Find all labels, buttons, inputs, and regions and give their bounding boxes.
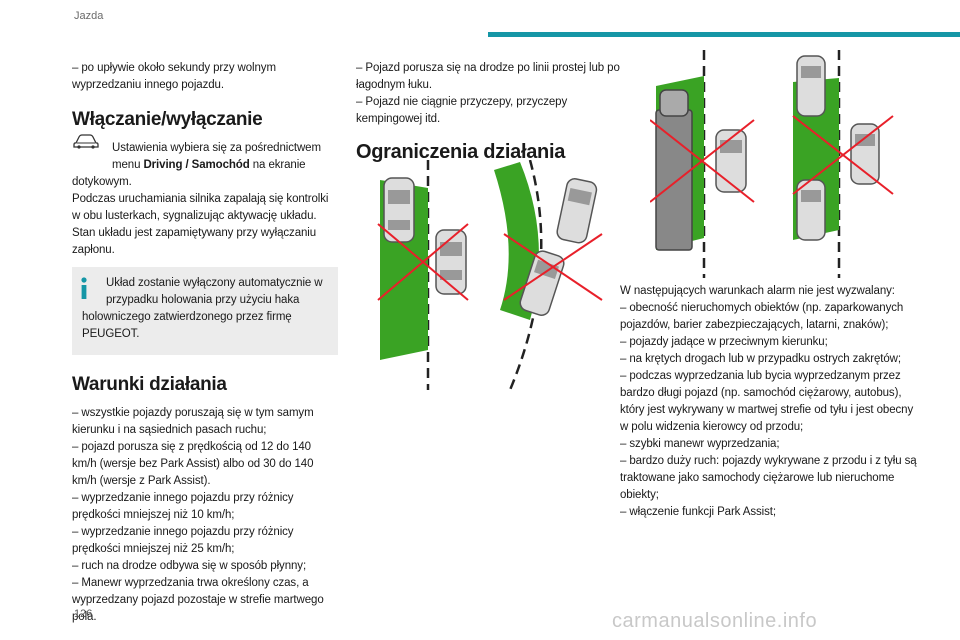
settings-line-1: Ustawienia wybiera się za pośrednictwem — [112, 142, 321, 154]
car-front-left — [796, 55, 826, 117]
car-settings-icon — [73, 134, 99, 149]
list-item: – bardzo duży ruch: pojazdy wykrywane z … — [620, 455, 917, 501]
car-left — [383, 177, 415, 243]
info-box: Układ zostanie wyłączony automatycznie w… — [72, 267, 338, 355]
list-item: – na krętych drogach lub w przypadku ost… — [620, 353, 901, 365]
heading-limitations: Ograniczenia działania — [356, 141, 566, 163]
info-line-1: Układ zostanie wyłączony automatycznie w — [106, 277, 323, 289]
para-memory: Stan układu jest zapamiętywany przy wyłą… — [72, 227, 317, 256]
info-icon — [81, 277, 87, 299]
list-item: – Pojazd nie ciągnie przyczepy, przyczep… — [356, 96, 568, 125]
figure-curve-road — [494, 160, 603, 390]
intro-text: – po upływie około sekundy przy wolnym w… — [72, 62, 276, 91]
section-title: Jazda — [74, 10, 104, 22]
conditions-list: – wszystkie pojazdy poruszają się w tym … — [72, 405, 338, 626]
truck — [655, 89, 693, 251]
list-item: – obecność nieruchomych obiektów (np. za… — [620, 302, 904, 331]
column-3: W następujących warunkach alarm nie jest… — [620, 283, 920, 521]
list-item: – wszystkie pojazdy poruszają się w tym … — [72, 407, 314, 436]
menu-path: Driving / Samochód — [143, 159, 250, 171]
list-item: – włączenie funkcji Park Assist; — [620, 506, 776, 518]
column-1: – po upływie około sekundy przy wolnym w… — [72, 60, 338, 626]
col3-intro: W następujących warunkach alarm nie jest… — [620, 285, 895, 297]
para-startup: Podczas uruchamiania silnika zapalają si… — [72, 193, 329, 222]
col3-list: – obecność nieruchomych obiektów (np. za… — [620, 300, 920, 521]
column-2: – Pojazd porusza się na drodze po linii … — [356, 60, 622, 172]
watermark: carmanualsonline.info — [612, 610, 818, 632]
list-item: – Manewr wyprzedzania trwa określony cza… — [72, 577, 324, 623]
figure-heavy-traffic — [792, 50, 894, 278]
settings-line-2: menu Driving / Samochód na ekranie dotyk… — [72, 159, 306, 188]
header-accent-bar — [488, 32, 960, 37]
heading-conditions: Warunki działania — [72, 374, 227, 395]
page-number: 126 — [74, 608, 93, 620]
heading-enable-disable: Włączanie/wyłączanie — [72, 109, 263, 130]
list-item: – pojazdy jadące w przeciwnym kierunku; — [620, 336, 828, 348]
car-right-lane — [850, 123, 880, 185]
list-item: – pojazd porusza się z prędkością od 12 … — [72, 441, 314, 487]
list-item: – szybki manewr wyprzedzania; — [620, 438, 780, 450]
car-curve-ahead — [556, 178, 598, 244]
list-item: – wyprzedzanie innego pojazdu przy różni… — [72, 526, 294, 555]
list-item: – podczas wyprzedzania lub bycia wyprzed… — [620, 370, 914, 433]
info-line-rest: holowniczego zatwierdzonego przez firmę … — [82, 311, 292, 340]
list-item: – wyprzedzanie innego pojazdu przy różni… — [72, 492, 294, 521]
car-rear-left — [796, 179, 826, 241]
info-line-2: przypadku holowania przy użyciu haka — [106, 294, 300, 306]
col2-list: – Pojazd porusza się na drodze po linii … — [356, 60, 622, 128]
car-right — [435, 229, 467, 295]
list-item: – Pojazd porusza się na drodze po linii … — [356, 62, 620, 91]
list-item: – ruch na drodze odbywa się w sposób pły… — [72, 560, 307, 572]
figure-straight-road — [377, 160, 469, 390]
figure-truck — [650, 50, 755, 278]
